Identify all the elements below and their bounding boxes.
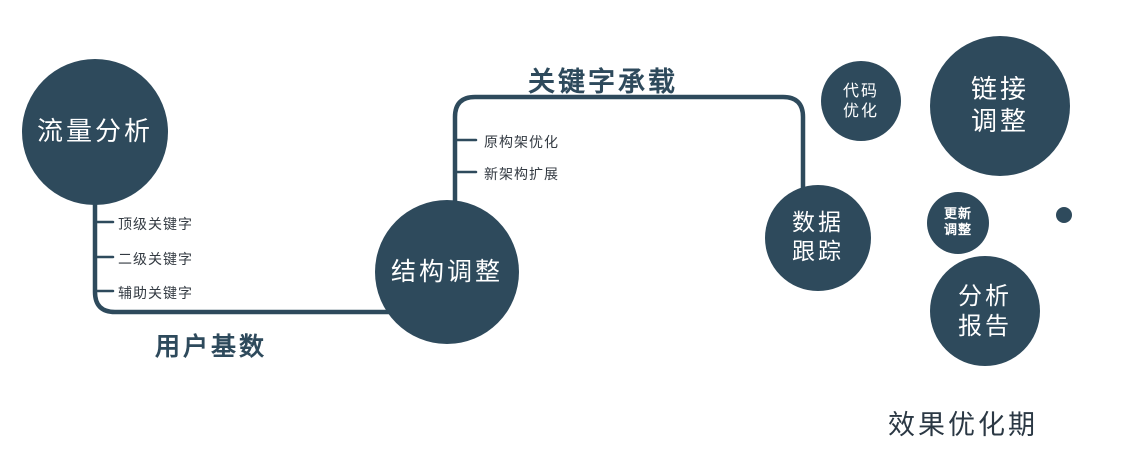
branch-label-top-keywords: 顶级关键字 xyxy=(118,217,193,233)
footer-caption: 效果优化期 xyxy=(888,410,1038,441)
node-link-adjustment-line2: 调整 xyxy=(970,107,1029,137)
node-traffic-analysis-label: 流量分析 xyxy=(36,116,153,147)
node-data-tracking-line1: 数据 xyxy=(792,210,844,237)
edge-label-keyword-carry: 关键字承载 xyxy=(528,67,678,98)
node-analysis-report: 分析 报告 xyxy=(930,256,1040,366)
branch-label-auxiliary-keywords: 辅助关键字 xyxy=(118,286,193,302)
node-traffic-analysis: 流量分析 xyxy=(22,59,168,205)
node-code-optimization: 代码 优化 xyxy=(821,61,901,141)
node-small-dot xyxy=(1056,207,1072,223)
node-code-optimization-line1: 代码 xyxy=(842,81,879,100)
connector-structure-tracking xyxy=(452,94,806,208)
branch-label-original-architecture: 原构架优化 xyxy=(484,135,559,151)
node-structure-adjustment: 结构调整 xyxy=(375,200,519,344)
node-link-adjustment: 链接 调整 xyxy=(930,36,1070,176)
node-update-adjustment: 更新 调整 xyxy=(927,192,989,254)
node-data-tracking: 数据 跟踪 xyxy=(765,185,871,291)
node-update-adjustment-line2: 调整 xyxy=(943,223,972,238)
node-link-adjustment-line1: 链接 xyxy=(970,74,1029,105)
node-analysis-report-line2: 报告 xyxy=(958,312,1012,340)
node-structure-adjustment-label: 结构调整 xyxy=(390,257,503,287)
branch-label-new-architecture: 新架构扩展 xyxy=(484,167,559,183)
branch-label-secondary-keywords: 二级关键字 xyxy=(118,252,193,268)
edge-label-user-base: 用户基数 xyxy=(155,332,268,361)
node-data-tracking-line2: 跟踪 xyxy=(792,239,844,265)
node-analysis-report-line1: 分析 xyxy=(958,282,1012,310)
node-code-optimization-line2: 优化 xyxy=(842,101,879,120)
node-update-adjustment-line1: 更新 xyxy=(943,206,972,222)
